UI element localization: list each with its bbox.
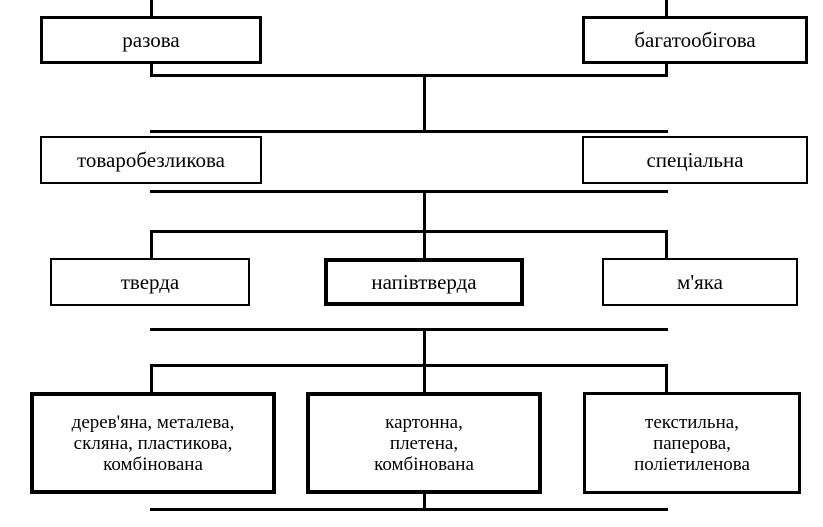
connector-bottom-mid (423, 494, 426, 511)
box-one-time-label: разова (122, 28, 180, 52)
connector-l3-drop-right (665, 230, 668, 258)
box-special-label: спеціальна (646, 148, 744, 172)
box-soft: м'яка (602, 258, 798, 306)
connector-l2-to-l3 (423, 190, 426, 232)
box-soft-label: м'яка (677, 270, 723, 294)
connector-l2-bottom (150, 190, 668, 193)
box-one-time: разова (40, 16, 262, 64)
connector-l4-drop-right (665, 364, 668, 392)
box-special: спеціальна (582, 136, 808, 184)
connector-l4-top (150, 364, 668, 367)
connector-bottom (150, 508, 668, 511)
connector-l3-to-l4 (423, 328, 426, 366)
connector-l2-top (150, 130, 668, 133)
connector-l4-drop-left (150, 364, 153, 392)
box-materials-rigid-label: дерев'яна, металева, скляна, пластикова,… (71, 411, 235, 475)
connector-l1-drop-left (150, 62, 153, 77)
connector-l4-drop-mid (423, 364, 426, 392)
box-semi-rigid-label: напівтверда (371, 270, 477, 294)
connector-l3-drop-mid (423, 230, 426, 258)
box-semi-rigid: напівтверда (324, 258, 524, 306)
connector-top-stub-left (150, 0, 153, 18)
box-materials-soft-label: текстильна, паперова, поліетиленова (634, 411, 750, 475)
box-reusable-label: багатообігова (634, 28, 756, 52)
connector-l1-drop-right (665, 62, 668, 77)
box-materials-semi-rigid: картонна, плетена, комбінована (306, 392, 542, 494)
box-rigid: тверда (50, 258, 250, 306)
connector-l3-bottom (150, 328, 668, 331)
box-materials-semi-rigid-label: картонна, плетена, комбінована (374, 411, 474, 475)
connector-l1-to-l2 (423, 74, 426, 132)
box-generic: товаробезликова (40, 136, 262, 184)
box-materials-soft: текстильна, паперова, поліетиленова (583, 392, 801, 494)
connector-l3-drop-left (150, 230, 153, 258)
connector-l1-bottom (150, 74, 668, 77)
connector-top-stub-right (665, 0, 668, 18)
box-rigid-label: тверда (120, 270, 180, 294)
box-materials-rigid: дерев'яна, металева, скляна, пластикова,… (30, 392, 276, 494)
box-reusable: багатообігова (582, 16, 808, 64)
connector-l3-top (150, 230, 668, 233)
box-generic-label: товаробезликова (77, 148, 225, 172)
